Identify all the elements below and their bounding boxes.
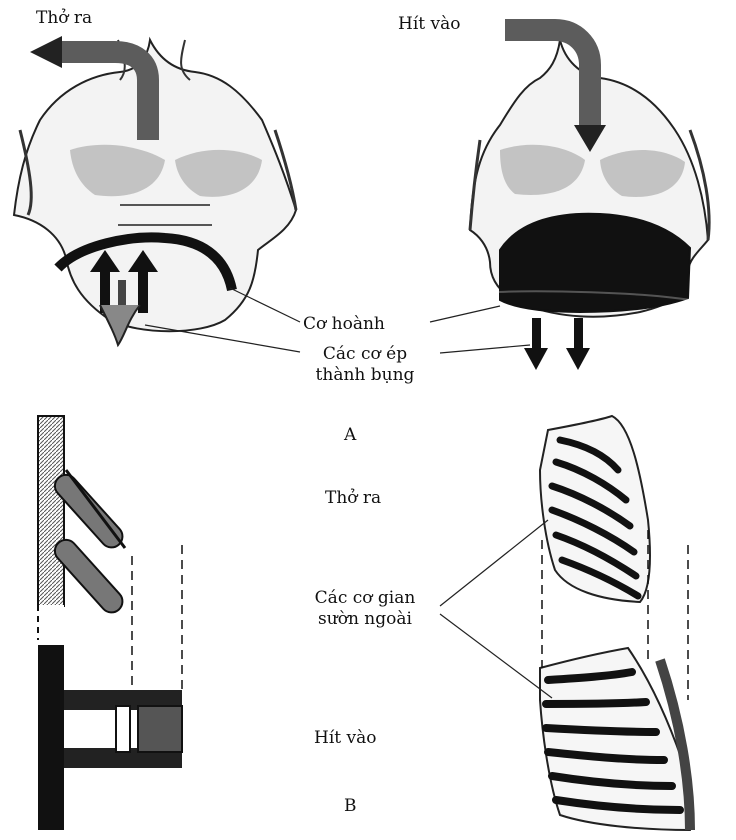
intercostal-muscles-label-line1: Các cơ gian [290, 588, 440, 609]
panel-b-inhale-label: Hít vào [314, 728, 376, 749]
panel-b-letter: B [344, 796, 357, 817]
intercostal-muscles-label-line2: sườn ngoài [290, 609, 440, 630]
panel-b-exhale-label: Thở ra [325, 488, 381, 509]
abdominal-muscles-label-line1: Các cơ ép [290, 344, 440, 365]
panel-a-inhale-label: Hít vào [398, 14, 460, 35]
exhale-torso-illustration [14, 36, 296, 345]
rib-lever-model [38, 416, 182, 830]
diaphragm-label: Cơ hoành [303, 314, 385, 335]
abdominal-muscles-label: Các cơ ép thành bụng [290, 344, 440, 387]
panel-a-exhale-label: Thở ra [36, 8, 92, 29]
rib-cage-inhale-illustration [540, 648, 692, 830]
rib-cage-exhale-illustration [540, 416, 650, 602]
panel-a-letter: A [344, 425, 356, 446]
abdominal-muscles-label-line2: thành bụng [290, 365, 440, 386]
intercostal-muscles-label: Các cơ gian sườn ngoài [290, 588, 440, 631]
inhale-torso-illustration [470, 30, 709, 370]
panel-b-leader-lines [440, 520, 552, 698]
